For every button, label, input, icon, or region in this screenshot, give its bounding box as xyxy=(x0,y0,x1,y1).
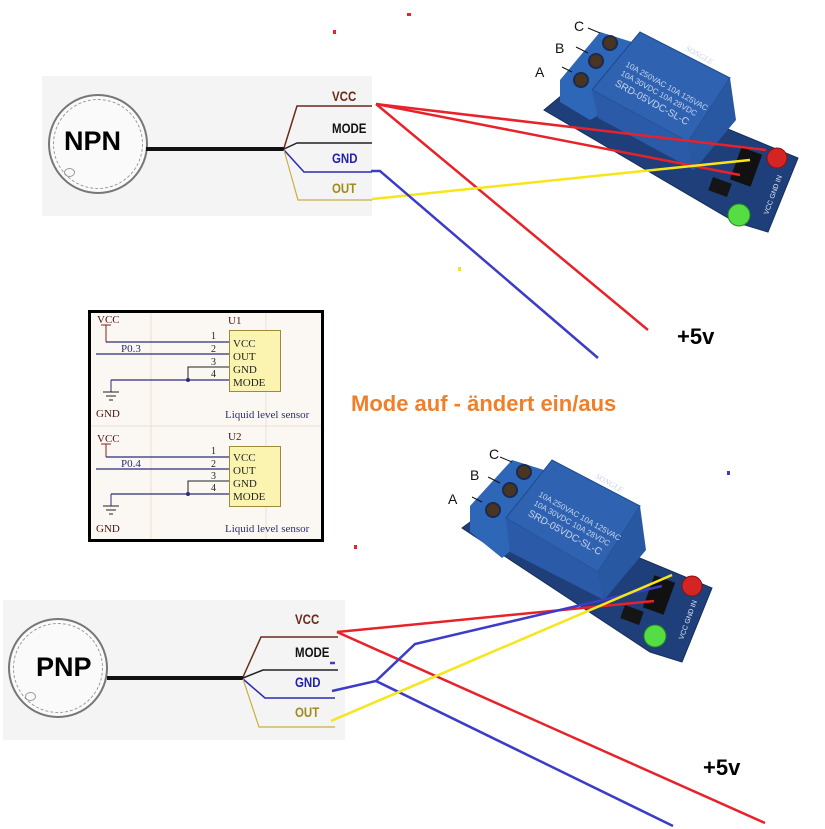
pnp-vcc-lead xyxy=(242,636,338,678)
u2-pin-4-name: MODE xyxy=(233,491,266,503)
u2-pin-3-number: 3 xyxy=(211,471,216,482)
u1-pin-3-number: 3 xyxy=(211,357,216,368)
u1-ground-label: GND xyxy=(96,408,120,420)
npn-wire-label-vcc: VCC xyxy=(332,88,357,104)
u2-pin-2-name: OUT xyxy=(233,465,256,477)
u2-net-label: P0.4 xyxy=(121,458,141,470)
npn-wire-harness xyxy=(146,105,372,201)
supply-label-top: +5v xyxy=(677,324,715,349)
u2-pin-2-number: 2 xyxy=(211,459,216,470)
u1-net-label: P0.3 xyxy=(121,343,141,355)
pnp-gnd-lead xyxy=(242,678,335,699)
pnp-wire-label-vcc: VCC xyxy=(295,611,320,627)
relay-top-graphic: 10A 250VAC 10A 125VAC 10A 30VDC 10A 28VD… xyxy=(543,27,799,233)
npn-out-lead xyxy=(283,149,372,201)
u2-component-box: VCC OUT GND MODE xyxy=(229,446,281,507)
u1-pin-1-number: 1 xyxy=(211,331,216,342)
pnp-wire-label-mode: MODE xyxy=(295,644,330,660)
npn-wire-label-mode: MODE xyxy=(332,120,367,136)
stray-mark xyxy=(354,545,357,549)
supply-label-bottom: +5v xyxy=(703,755,741,780)
relay-top-terminal-label-a: A xyxy=(535,64,545,80)
u2-supply-label: VCC xyxy=(97,433,120,445)
pnp-wire-label-out: OUT xyxy=(295,704,320,720)
terminal-screw-c xyxy=(516,464,532,480)
pnp-sensor-body xyxy=(8,618,108,718)
u2-pin-4-number: 4 xyxy=(211,483,216,494)
npn-mode-lead xyxy=(283,142,372,150)
pnp-gnd-to-ground-wire xyxy=(375,679,674,828)
u2-pin-1-number: 1 xyxy=(211,446,216,457)
relay-bottom-led-green xyxy=(643,624,667,648)
relay-top-led-green xyxy=(727,203,751,227)
npn-gnd-lead xyxy=(283,149,372,173)
pnp-out-lead xyxy=(242,678,335,728)
relay-module-bottom: 10A 250VAC 10A 125VAC 10A 30VDC 10A 28VD… xyxy=(440,440,730,670)
relay-bottom-led-red xyxy=(681,575,703,597)
npn-sensor-panel: NPN VCC MODE GND OUT xyxy=(42,76,372,216)
u1-pin-1-name: VCC xyxy=(233,338,256,350)
terminal-screw-b xyxy=(502,482,518,498)
u1-pin-4-number: 4 xyxy=(211,369,216,380)
terminal-screw-a xyxy=(573,72,589,88)
sensor-indicator-dot xyxy=(64,168,75,177)
stray-mark xyxy=(407,13,411,16)
relay-bottom-terminal-label-a: A xyxy=(448,491,458,507)
u1-supply-label: VCC xyxy=(97,314,120,326)
pnp-wire-harness xyxy=(107,636,338,728)
stray-mark xyxy=(333,30,336,34)
relay-bottom-terminal-label-c: C xyxy=(489,446,500,462)
u2-ground-label: GND xyxy=(96,523,120,535)
u1-description: Liquid level sensor xyxy=(225,409,310,421)
pnp-mode-lead xyxy=(242,669,338,679)
relay-module-top: 10A 250VAC 10A 125VAC 10A 30VDC 10A 28VD… xyxy=(530,10,820,240)
terminal-screw-a xyxy=(485,502,501,518)
stray-mark xyxy=(458,267,461,271)
sensor-indicator-dot xyxy=(25,692,36,701)
relay-top-led-red xyxy=(766,147,788,169)
terminal-screw-b xyxy=(588,53,604,69)
u1-pin-2-number: 2 xyxy=(211,344,216,355)
u2-pin-1-name: VCC xyxy=(233,452,256,464)
pnp-wire-label-gnd: GND xyxy=(295,674,321,690)
u2-pin-3-name: GND xyxy=(233,478,257,490)
schematic-sheet: VCC U1 P0.3 1 2 3 4 VCC OUT GND MODE GND… xyxy=(91,313,321,539)
npn-sensor-label: NPN xyxy=(64,126,122,156)
pnp-sensor-panel: PNP VCC MODE GND OUT xyxy=(3,600,345,740)
npn-wire-label-out: OUT xyxy=(332,180,357,196)
terminal-screw-c xyxy=(602,35,618,51)
relay-top-terminal-label-c: C xyxy=(574,18,585,34)
npn-vcc-lead xyxy=(283,105,372,149)
u1-designator: U1 xyxy=(228,315,242,327)
relay-bottom-terminal-label-b: B xyxy=(470,467,480,483)
u1-pin-4-name: MODE xyxy=(233,377,266,389)
npn-wire-label-gnd: GND xyxy=(332,150,358,166)
mode-caption: Mode auf - ändert ein/aus xyxy=(351,391,617,416)
pnp-sensor-label: PNP xyxy=(36,652,92,682)
npn-sensor-body xyxy=(48,94,148,194)
u2-designator: U2 xyxy=(228,431,242,443)
u1-pin-2-name: OUT xyxy=(233,351,256,363)
relay-bottom-graphic: 10A 250VAC 10A 125VAC 10A 30VDC 10A 28VD… xyxy=(461,456,713,663)
u1-component-box: VCC OUT GND MODE xyxy=(229,330,281,392)
u1-pin-3-name: GND xyxy=(233,364,257,376)
relay-top-terminal-label-b: B xyxy=(555,40,565,56)
schematic-panel: VCC U1 P0.3 1 2 3 4 VCC OUT GND MODE GND… xyxy=(88,310,324,542)
u2-description: Liquid level sensor xyxy=(225,523,310,535)
